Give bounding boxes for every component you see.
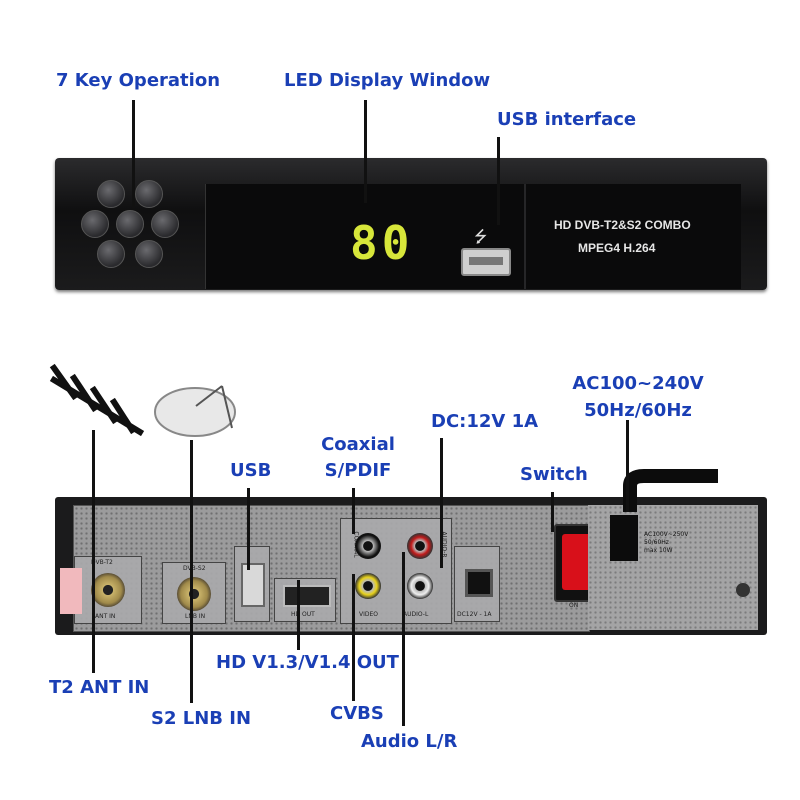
callout-switch: Switch [520,464,588,485]
ratings-voltage: AC100V~250V [644,531,689,538]
callout-ac-line2: 50Hz/60Hz [584,400,692,421]
callout-line-s2 [190,440,193,703]
callout-ac-input: AC100~240V 50Hz/60Hz [568,370,708,424]
terrestrial-antenna-icon [49,363,145,437]
window-divider [524,184,526,289]
label-ant-in: ANT IN [95,613,116,620]
front-key-2[interactable] [135,180,163,208]
label-lnb-in: LNB IN [185,613,206,620]
label-video: VIDEO [359,611,379,618]
callout-line-usb-rear [247,488,250,570]
dc-power-port[interactable]: DC12V - 1A [454,546,500,622]
display-window: 80 ⭍ HD DVB-T2&S2 COMBO MPEG4 H.264 [205,184,741,289]
callout-line-keys [132,100,135,208]
callout-audio-lr: Audio L/R [361,731,458,752]
model-codec: MPEG4 H.264 [578,241,656,255]
callout-coaxial-spdif: Coaxial S/PDIF [318,432,398,484]
label-audio-l: AUDIO-L [403,611,429,618]
callout-usb-interface: USB interface [497,109,637,130]
rear-ventilation-plate: AC100V~250V 50/60Hz max 10W [588,505,758,630]
front-key-4[interactable] [116,210,144,238]
callout-line-usb-front [497,137,500,225]
usb-icon: ⭍ [474,227,488,246]
callout-usb: USB [230,460,272,481]
callout-led-display-window: LED Display Window [284,70,491,91]
warranty-sticker [60,568,82,614]
power-ratings: AC100V~250V 50/60Hz max 10W [644,531,688,555]
label-dc-in: DC12V - 1A [457,611,492,618]
coaxial-spdif-jack[interactable] [355,533,381,559]
rear-connector-plate: DVB-T2 ANT IN DVB-S2 LNB IN HD OUT COAXI… [60,505,602,632]
callout-coaxial-line2: S/PDIF [324,460,392,481]
dc-jack[interactable] [465,569,493,597]
hdmi-port[interactable]: HD OUT [274,578,336,622]
callout-t2-ant-in: T2 ANT IN [49,677,150,698]
callout-hd-out: HD V1.3/V1.4 OUT [216,652,399,673]
label-hd-out: HD OUT [291,611,315,618]
callout-s2-lnb-in: S2 LNB IN [151,708,252,729]
video-cvbs-jack[interactable] [355,573,381,599]
usb-slot [241,563,265,607]
callout-line-hdmi [297,580,300,650]
callout-line-coaxial [352,488,355,534]
label-dvb-t2: DVB-T2 [91,559,113,566]
rear-usb-port[interactable] [234,546,270,622]
mounting-screw [736,583,750,597]
callout-key-operation: 7 Key Operation [56,70,221,91]
front-key-1[interactable] [97,180,125,208]
callout-coaxial-line1: Coaxial [321,434,395,455]
front-key-7[interactable] [135,240,163,268]
av-port-group: COAXIAL AUDIO-R VIDEO AUDIO-L [340,518,452,624]
ac-power-plug [610,515,638,561]
front-panel: 80 ⭍ HD DVB-T2&S2 COMBO MPEG4 H.264 [55,158,767,290]
hdmi-connector [283,585,331,607]
audio-l-jack[interactable] [407,573,433,599]
t2-ant-port[interactable]: DVB-T2 ANT IN [74,556,142,624]
audio-r-jack[interactable] [407,533,433,559]
rear-panel: DVB-T2 ANT IN DVB-S2 LNB IN HD OUT COAXI… [55,497,767,635]
front-key-3[interactable] [81,210,109,238]
callout-line-t2 [92,430,95,673]
t2-coax-connector[interactable] [91,573,125,607]
callout-line-display [364,100,367,203]
ratings-power: max 10W [644,547,673,554]
satellite-dish-icon [154,385,236,437]
callout-dc: DC:12V 1A [431,411,539,432]
callout-line-switch [551,492,554,532]
front-key-6[interactable] [97,240,125,268]
front-key-5[interactable] [151,210,179,238]
led-display: 80 [350,216,414,270]
callout-line-ac [626,420,629,512]
ratings-frequency: 50/60Hz [644,539,669,546]
label-on: ON [569,602,579,609]
callout-cvbs: CVBS [330,703,384,724]
front-usb-port[interactable] [461,248,511,276]
ac-power-cable-icon [623,469,718,512]
s2-coax-connector[interactable] [177,577,211,611]
callout-ac-line1: AC100~240V [572,373,704,394]
label-dvb-s2: DVB-S2 [183,565,206,572]
s2-lnb-port[interactable]: DVB-S2 LNB IN [162,562,226,624]
callout-line-audio [402,552,405,726]
callout-line-cvbs [352,574,355,701]
model-name: HD DVB-T2&S2 COMBO [554,218,691,232]
callout-line-dc [440,438,443,568]
